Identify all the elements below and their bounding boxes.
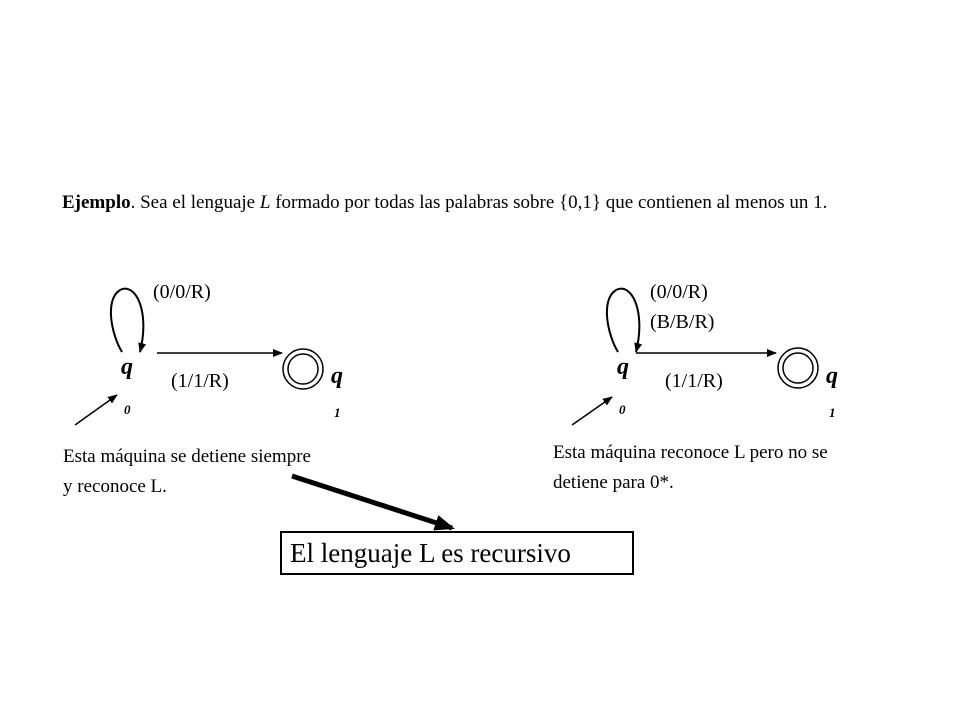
right-self-loop <box>605 287 643 353</box>
left-final-state-circle <box>282 348 324 390</box>
right-description-line2: detiene para 0*. <box>553 472 674 493</box>
right-start-state-sub: 0 <box>619 402 626 417</box>
intro-lang: L <box>259 192 271 213</box>
right-start-state: q <box>617 354 629 380</box>
intro-text-2: formado por todas las palabras sobre {0,… <box>270 192 828 213</box>
left-self-loop <box>109 287 147 353</box>
right-loop-label-1: (0/0/R) <box>650 281 708 303</box>
left-final-state-sub: 1 <box>334 405 341 420</box>
left-start-arrow <box>74 394 118 426</box>
right-final-state-sub: 1 <box>829 405 836 420</box>
right-final-state-circle <box>777 347 819 389</box>
right-final-state: q <box>826 363 838 389</box>
left-final-state: q <box>331 363 343 389</box>
intro-paragraph: Ejemplo. Sea el lenguaje L formado por t… <box>62 182 922 224</box>
right-transition-label: (1/1/R) <box>665 370 723 392</box>
left-description-line1: Esta máquina se detiene siempre <box>63 446 311 467</box>
conclusion-arrow <box>291 473 455 531</box>
right-start-arrow <box>571 396 613 426</box>
conclusion-box: El lenguaje L es recursivo <box>280 531 634 575</box>
left-description: Esta máquina se detiene siempre y recono… <box>63 442 311 502</box>
right-description: Esta máquina reconoce L pero no se detie… <box>553 438 828 498</box>
right-loop-label-2: (B/B/R) <box>650 311 715 333</box>
left-description-line2: y reconoce L. <box>63 476 167 497</box>
right-description-line1: Esta máquina reconoce L pero no se <box>553 442 828 463</box>
intro-bold: Ejemplo <box>62 192 131 213</box>
left-start-state: q <box>121 354 133 380</box>
intro-text-1: . Sea el lenguaje <box>130 192 260 213</box>
left-loop-label: (0/0/R) <box>153 281 211 303</box>
left-start-state-sub: 0 <box>124 402 131 417</box>
left-transition-label: (1/1/R) <box>171 370 229 392</box>
